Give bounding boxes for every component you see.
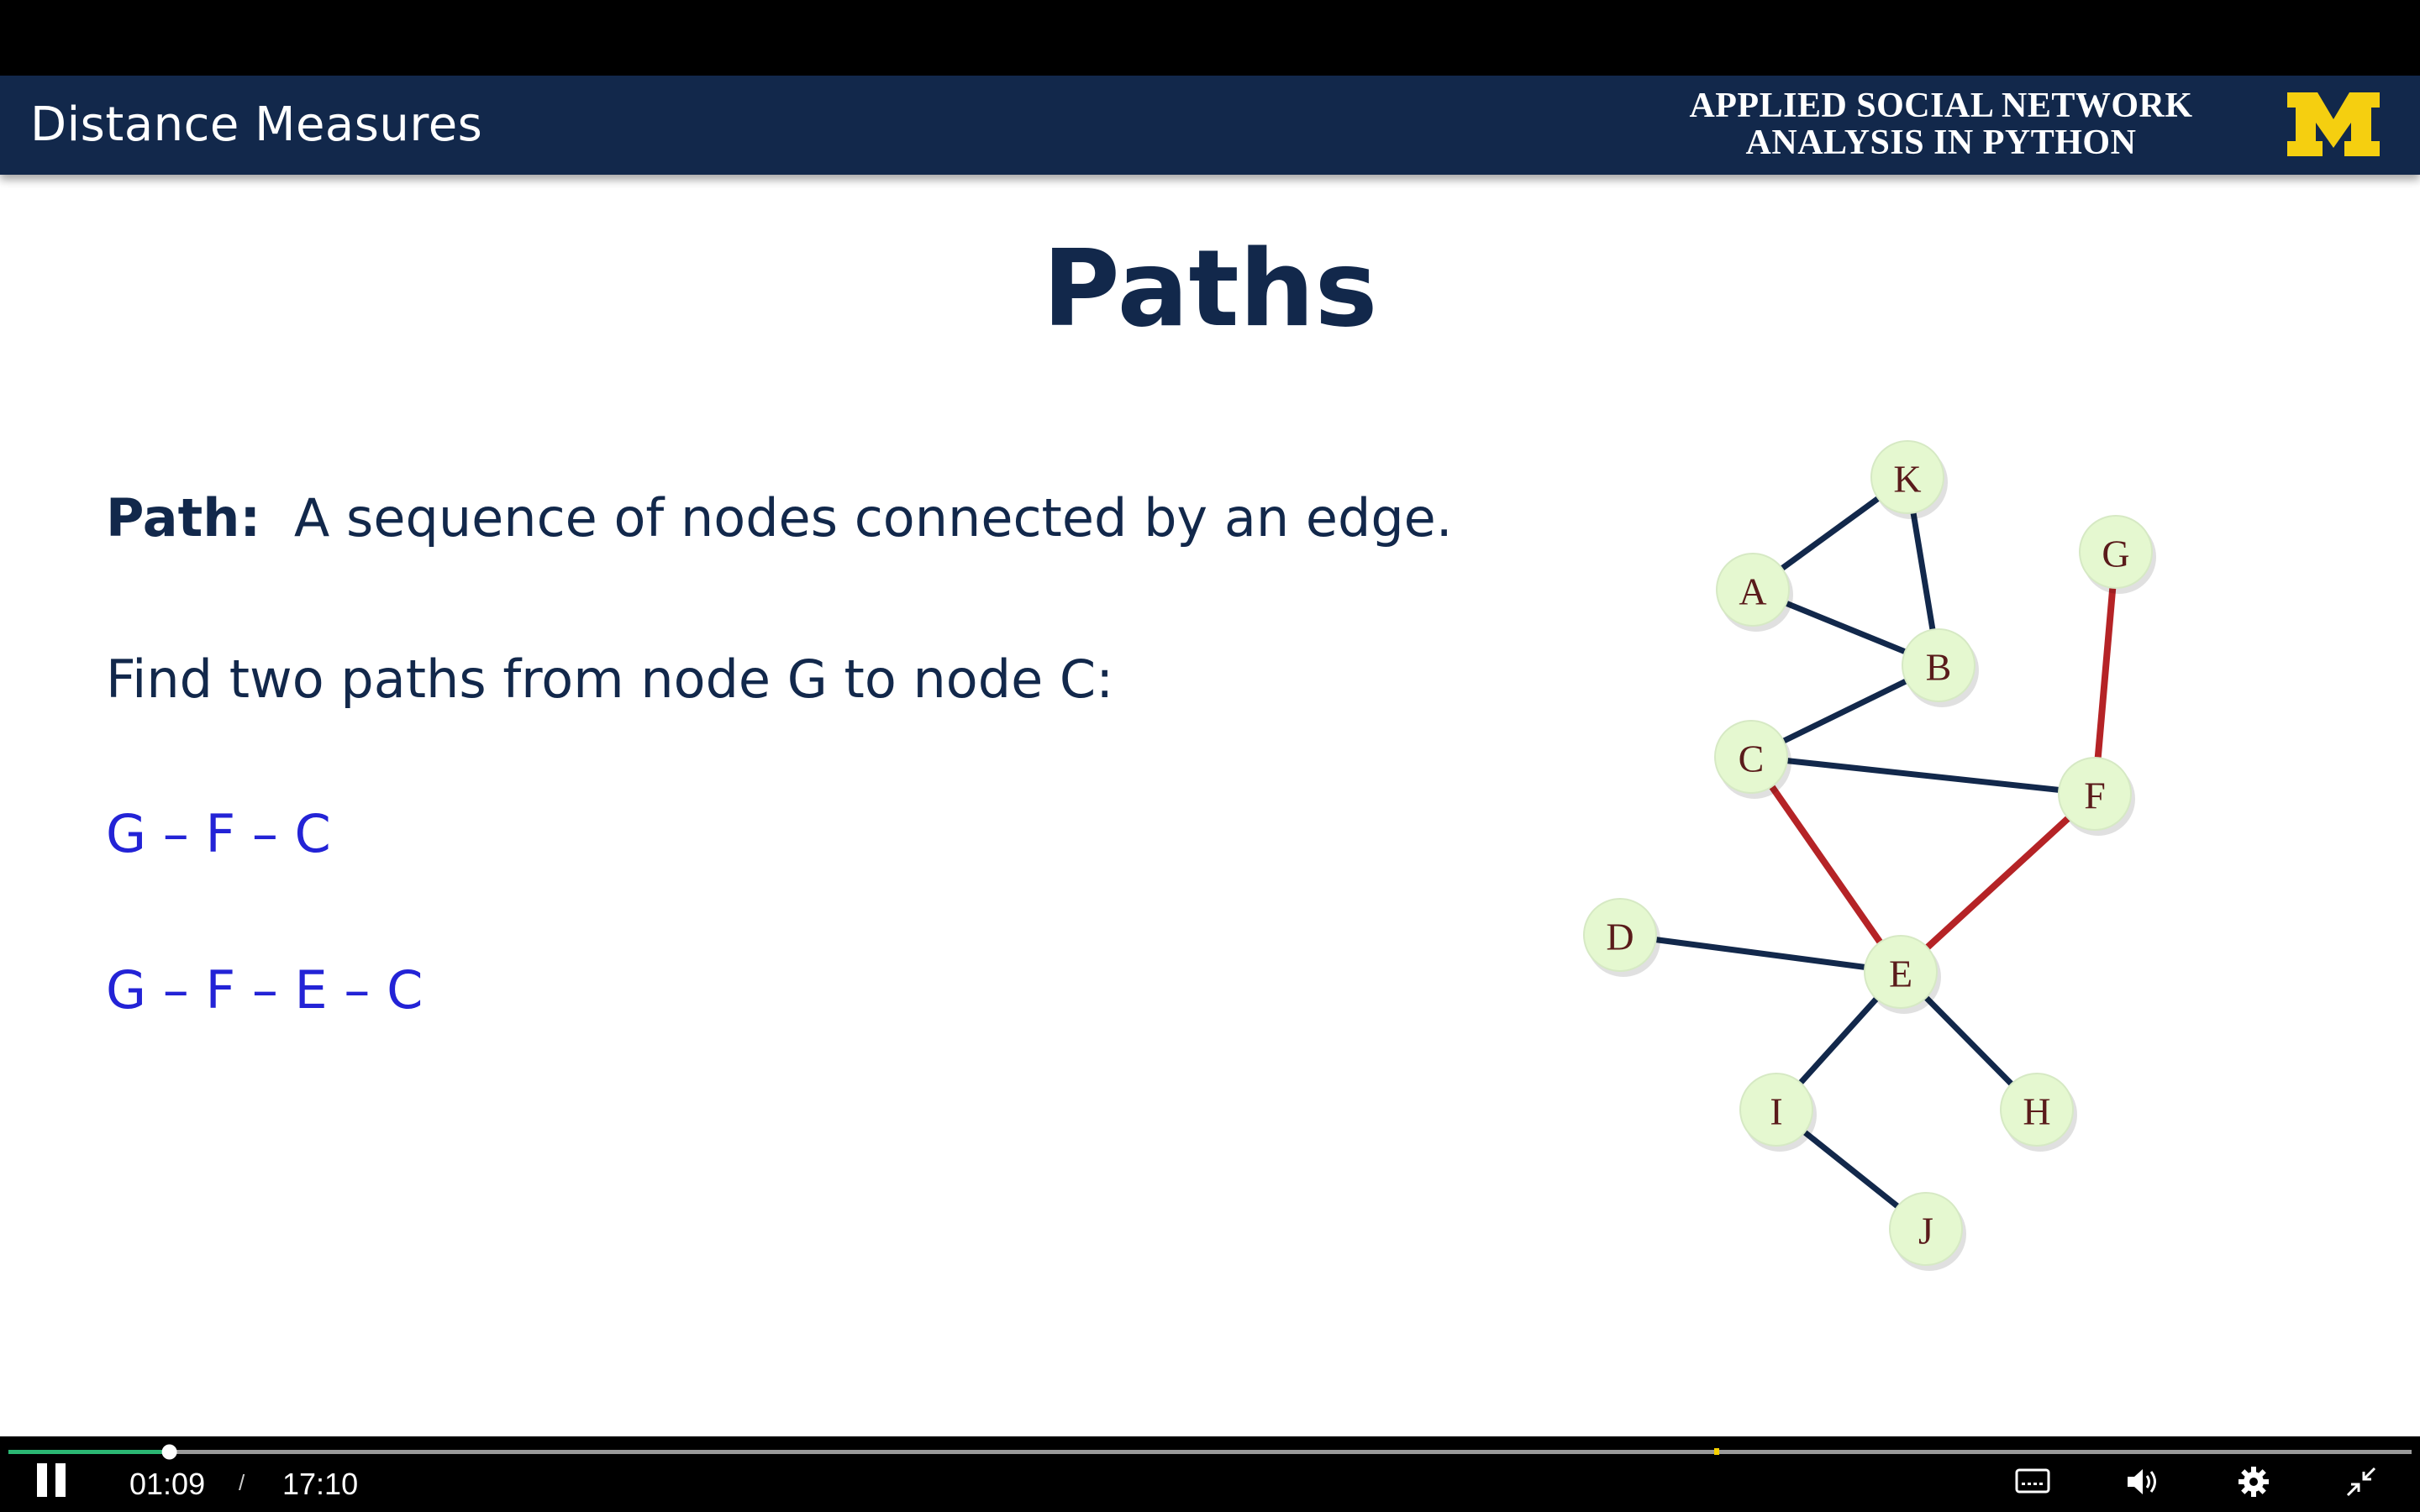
course-title-line2: ANALYSIS IN PYTHON <box>1745 123 2137 162</box>
node-G: G <box>2079 515 2156 594</box>
path-definition: Path: A sequence of nodes connected by a… <box>106 487 1453 549</box>
slide: Distance Measures APPLIED SOCIAL NETWORK… <box>0 76 2420 1436</box>
node-circle <box>1889 1192 1963 1266</box>
slide-title: Paths <box>1042 227 1378 350</box>
node-label: A <box>1739 570 1766 613</box>
edge-D-E <box>1619 932 1902 975</box>
volume-icon[interactable] <box>2126 1467 2161 1497</box>
node-C: C <box>1714 720 1791 799</box>
video-controls: 01:09 / 17:10 <box>0 1436 2420 1512</box>
university-logo <box>2287 92 2380 156</box>
node-J: J <box>1889 1192 1966 1271</box>
top-letterbox <box>0 0 2420 76</box>
definition-text: A sequence of nodes connected by an edge… <box>293 487 1453 549</box>
node-circle <box>1583 898 1657 972</box>
pause-icon[interactable] <box>37 1463 67 1497</box>
definition-term: Path: <box>106 487 261 549</box>
current-time: 01:09 <box>129 1467 206 1501</box>
path-answer-2: G – F – E – C <box>106 959 424 1021</box>
node-D: D <box>1583 898 1660 977</box>
progress-bar[interactable] <box>0 1436 2420 1512</box>
node-B: B <box>1902 628 1979 707</box>
edge-F-E <box>1898 791 2097 974</box>
node-I: I <box>1739 1073 1817 1152</box>
lecture-title: Distance Measures <box>30 97 483 152</box>
node-circle <box>1739 1073 1813 1147</box>
time-separator: / <box>239 1470 245 1495</box>
slide-banner: Distance Measures APPLIED SOCIAL NETWORK… <box>0 76 2420 175</box>
node-label: E <box>1889 953 1912 995</box>
node-label: I <box>1770 1090 1782 1133</box>
gear-icon[interactable] <box>2237 1465 2270 1499</box>
node-label: J <box>1918 1210 1933 1252</box>
edge-C-E <box>1748 754 1904 974</box>
edge-C-F <box>1750 753 2096 797</box>
node-circle <box>1902 628 1975 702</box>
node-circle <box>2000 1073 2074 1147</box>
node-K: K <box>1870 440 1948 519</box>
node-label: D <box>1606 916 1634 958</box>
node-label: K <box>1893 458 1921 501</box>
node-F: F <box>2058 757 2135 836</box>
network-graph: K G A B C F D E I H J <box>1583 440 2156 1271</box>
duration: 17:10 <box>282 1467 359 1501</box>
graph-nodes: K G A B C F D E I H J <box>1583 440 2156 1271</box>
course-title: APPLIED SOCIAL NETWORK ANALYSIS IN PYTHO… <box>1647 87 2235 161</box>
captions-icon[interactable] <box>2015 1468 2050 1495</box>
node-label: C <box>1739 738 1765 780</box>
node-circle <box>1714 720 1788 794</box>
node-circle <box>1870 440 1944 514</box>
node-E: E <box>1864 935 1941 1014</box>
node-label: H <box>2023 1090 2050 1133</box>
node-circle <box>2079 515 2153 589</box>
progress-scrubber[interactable] <box>161 1444 177 1460</box>
node-label: B <box>1926 646 1952 689</box>
node-A: A <box>1716 553 1793 632</box>
path-answer-1: G – F – C <box>106 803 331 864</box>
edge-G-F <box>2091 551 2119 795</box>
progress-track[interactable] <box>8 1450 2412 1454</box>
node-circle <box>2058 757 2132 831</box>
node-circle <box>1864 935 1938 1009</box>
node-circle <box>1716 553 1790 627</box>
question-text: Find two paths from node G to node C: <box>106 648 1114 710</box>
course-title-line1: APPLIED SOCIAL NETWORK <box>1689 87 2193 125</box>
node-H: H <box>2000 1073 2077 1152</box>
node-label: G <box>2102 533 2129 575</box>
progress-marker <box>1714 1448 1719 1455</box>
exit-fullscreen-icon[interactable] <box>2346 1467 2376 1497</box>
node-label: F <box>2084 774 2106 817</box>
progress-played <box>8 1450 170 1454</box>
